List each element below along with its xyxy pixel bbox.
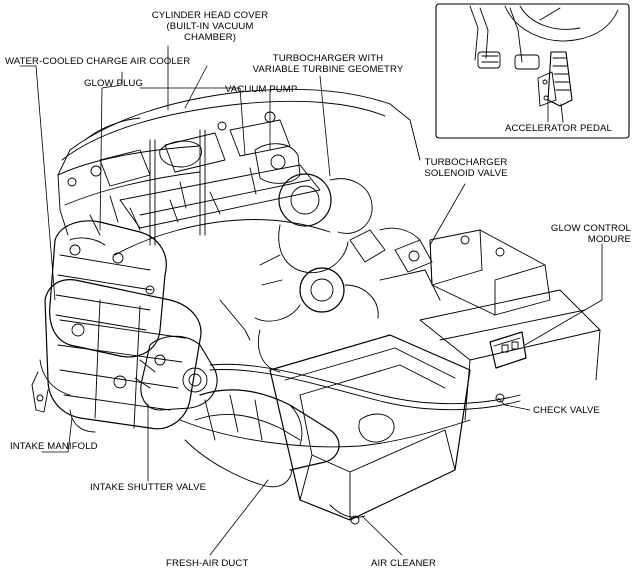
glow-plug-label: GLOW PLUG <box>84 78 144 89</box>
battery-area <box>419 229 601 421</box>
turbocharger-solenoid-valve-line-2: SOLENOID VALVE <box>424 168 508 179</box>
cylinder-head-cover <box>57 88 421 236</box>
glow-control-module-line-1: GLOW CONTROL <box>550 223 631 234</box>
turbocharger-vtg-line-2: VARIABLE TURBINE GEOMETRY <box>252 64 404 75</box>
charge-air-cooler <box>31 220 167 413</box>
turbocharger-solenoid-valve-line-1: TURBOCHARGER <box>424 157 508 168</box>
glow-plug-wiring <box>89 129 331 341</box>
vacuum-pump <box>254 143 301 184</box>
intake-manifold-label: INTAKE MANIFOLD <box>10 441 98 452</box>
intake-shutter-valve-label: INTAKE SHUTTER VALVE <box>90 482 207 493</box>
turbocharger-solenoid-valve <box>379 227 441 301</box>
vacuum-hoses <box>179 363 521 448</box>
accelerator-pedal-inset <box>435 3 630 139</box>
fresh-air-duct <box>184 389 340 488</box>
turbocharger <box>254 173 386 373</box>
intake-shutter-valve <box>134 335 218 411</box>
turbocharger-solenoid-valve-label: TURBOCHARGER SOLENOID VALVE <box>418 157 514 179</box>
fresh-air-duct-label: FRESH-AIR DUCT <box>166 558 249 569</box>
air-cleaner <box>269 334 471 525</box>
accelerator-pedal-label: ACCELERATOR PEDAL <box>505 123 612 134</box>
cylinder-head-cover-line-1: CYLINDER HEAD COVER <box>151 10 269 21</box>
intake-manifold <box>44 279 202 433</box>
glow-control-module-line-2: MODURE <box>587 234 631 245</box>
turbocharger-vtg-label: TURBOCHARGER WITH VARIABLE TURBINE GEOME… <box>248 53 408 75</box>
turbocharger-vtg-line-1: TURBOCHARGER WITH <box>272 53 384 64</box>
vacuum-pump-label: VACUUM PUMP <box>225 84 298 95</box>
air-cleaner-label: AIR CLEANER <box>371 558 437 569</box>
charge-air-cooler-label: WATER-COOLED CHARGE AIR COOLER <box>5 56 191 67</box>
check-valve-label: CHECK VALVE <box>533 405 600 416</box>
leader-lines <box>19 45 603 556</box>
glow-control-module <box>489 331 527 369</box>
cylinder-head-cover-line-2: (BUILT-IN VACUUM <box>166 21 254 32</box>
cylinder-head-cover-line-3: CHAMBER) <box>184 32 236 43</box>
cylinder-head-cover-label: CYLINDER HEAD COVER (BUILT-IN VACUUM CHA… <box>130 10 290 43</box>
glow-control-module-label: GLOW CONTROL MODURE <box>548 223 631 245</box>
